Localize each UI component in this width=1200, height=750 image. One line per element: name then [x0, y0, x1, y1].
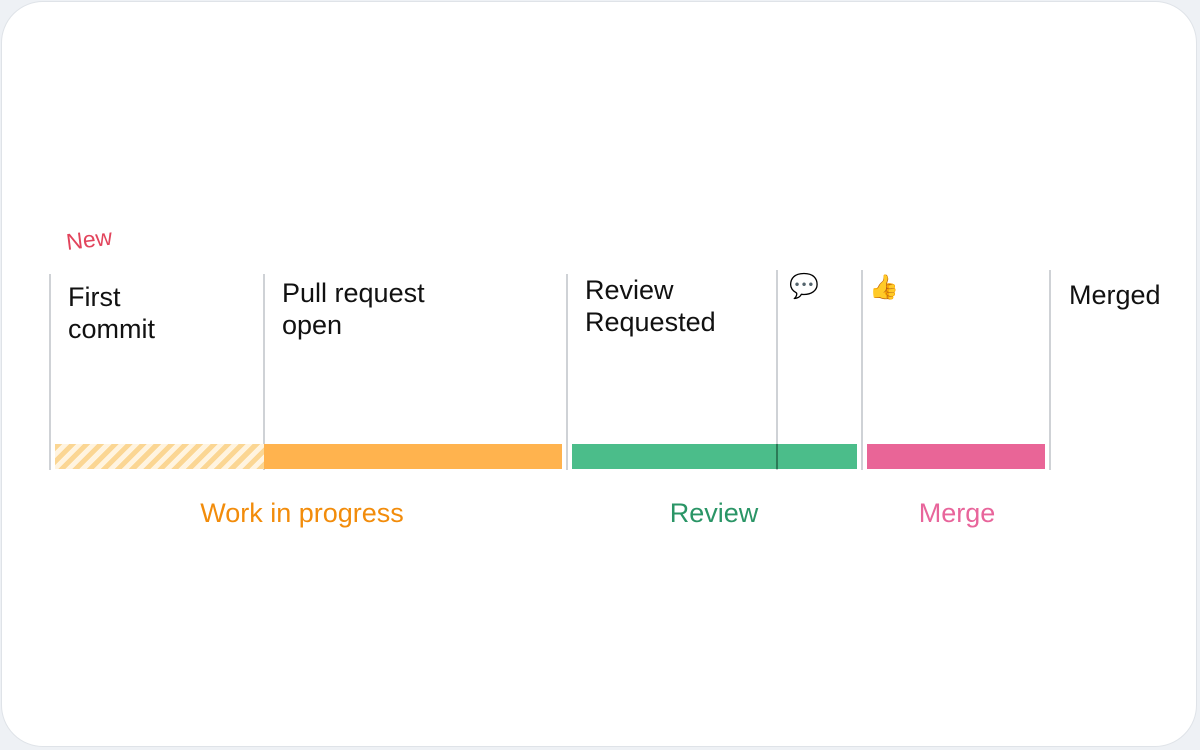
- merge-bar: [867, 444, 1045, 469]
- stage-divider-comment: [776, 270, 778, 470]
- stage-divider-first-commit: [49, 274, 51, 470]
- phase-label-merge: Merge: [918, 498, 996, 528]
- new-badge: New: [64, 223, 114, 256]
- stage-divider-review-requested: [566, 274, 568, 470]
- stage-label-review-requested: Review Requested: [585, 275, 716, 337]
- review-bar: [572, 444, 857, 469]
- phase-label-work-in-progress: Work in progress: [200, 498, 404, 528]
- phase-label-review: Review: [669, 498, 759, 528]
- work-in-progress-hatched-bar: [55, 444, 264, 469]
- stage-label-first-commit: First commit: [68, 282, 155, 344]
- stage-divider-pr-open: [263, 274, 265, 470]
- stage-label-merged: Merged: [1069, 280, 1161, 310]
- work-in-progress-bar: [264, 444, 562, 469]
- review-bar-divider: [776, 444, 778, 469]
- stage-divider-approve: [861, 270, 863, 470]
- stage-label-pull-request-open: Pull request open: [282, 278, 425, 340]
- stage-divider-merged: [1049, 270, 1051, 470]
- comment-icon: 💬: [789, 273, 819, 300]
- thumbs-up-icon: 👍: [869, 274, 899, 301]
